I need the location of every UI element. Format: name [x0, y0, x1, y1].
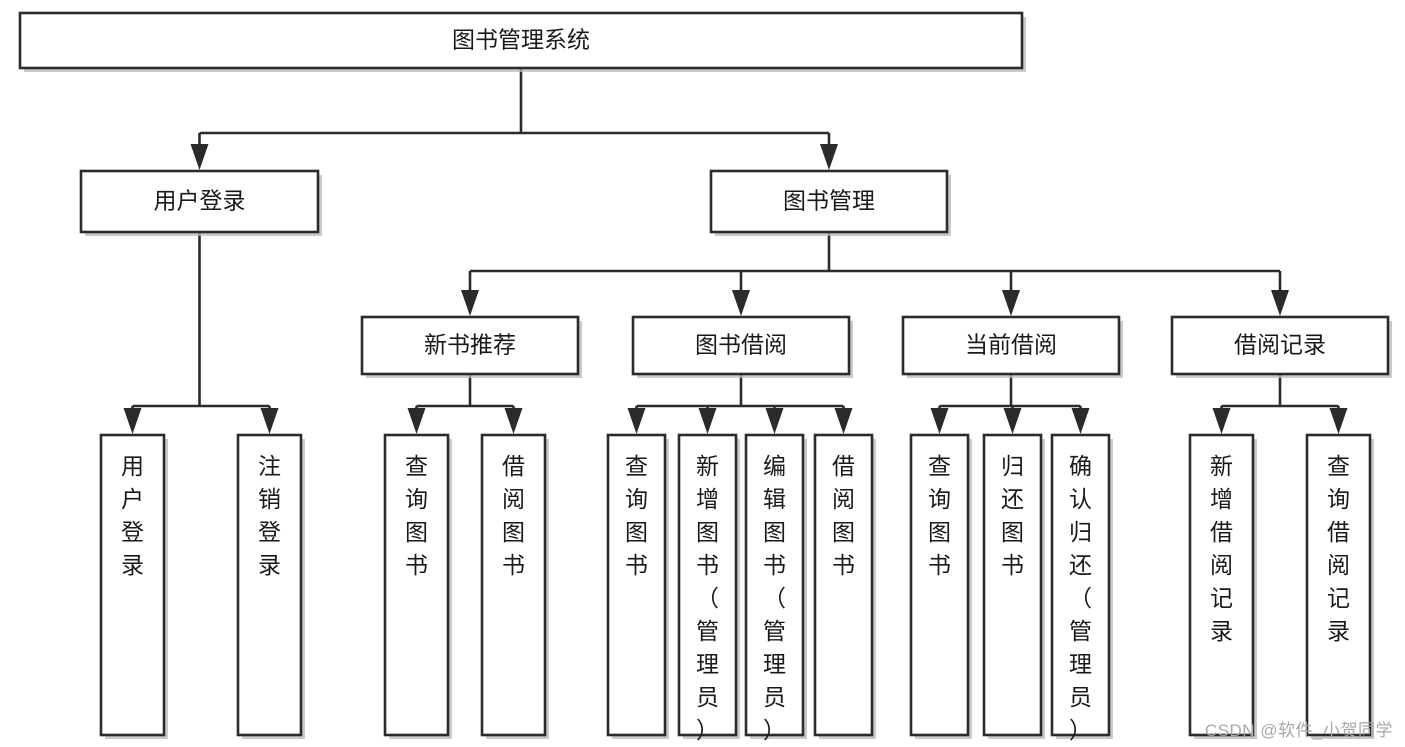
edge-arrowhead [1002, 290, 1020, 316]
node-box[interactable] [631, 315, 851, 376]
node-label: 新书推荐 [424, 332, 516, 358]
node-new-book-recommend[interactable]: 新书推荐 [360, 315, 582, 378]
node-label: 借阅图书 [832, 453, 855, 578]
node-label: 用户登录 [154, 188, 246, 214]
node-label: 图书借阅 [695, 332, 787, 358]
node-leaf-query-book-3[interactable]: 查询图书 [909, 433, 972, 739]
edge-arrowhead [1071, 408, 1090, 434]
node-box[interactable] [383, 433, 450, 737]
edge-group-book-borrow [627, 374, 853, 434]
node-leaf-return-book[interactable]: 归还图书 [982, 433, 1045, 739]
node-current-borrow[interactable]: 当前借阅 [901, 315, 1123, 378]
edge-arrowhead [732, 290, 750, 316]
edge-arrowhead [834, 408, 853, 434]
edges-layer [123, 68, 1348, 434]
edge-arrowhead [1329, 408, 1348, 434]
edge-arrowhead [190, 144, 209, 170]
node-box[interactable] [360, 315, 580, 376]
node-box[interactable] [1170, 315, 1390, 376]
node-box[interactable] [901, 315, 1121, 376]
node-box[interactable] [909, 433, 970, 737]
node-leaf-user-login[interactable]: 用户登录 [99, 433, 168, 739]
node-label: 图书管理 [783, 188, 875, 214]
node-book-manage[interactable]: 图书管理 [709, 169, 951, 236]
node-label: 借阅图书 [502, 453, 525, 578]
edge-group-borrow-record [1212, 374, 1348, 434]
node-label: 归还图书 [1001, 453, 1024, 578]
node-label: 查询图书 [928, 453, 951, 578]
node-label: 注销登录 [258, 453, 281, 578]
node-box[interactable] [813, 433, 874, 737]
node-leaf-edit-book[interactable]: 编辑图书（管理员） [744, 433, 807, 743]
node-box[interactable] [1050, 433, 1111, 737]
watermark-text: CSDN @软件_小贺同学 [1204, 721, 1393, 740]
edge-arrowhead [1003, 408, 1022, 434]
edge-arrowhead [765, 408, 784, 434]
node-label: 新增借阅记录 [1210, 453, 1233, 644]
node-leaf-borrow-book-2[interactable]: 借阅图书 [813, 433, 876, 739]
node-label: 用户登录 [121, 453, 144, 578]
node-box[interactable] [709, 169, 949, 234]
node-label: 编辑图书（管理员） [763, 453, 786, 743]
node-label: 图书管理系统 [452, 27, 590, 53]
edge-arrowhead [407, 408, 426, 434]
edge-arrowhead [504, 408, 523, 434]
node-root[interactable]: 图书管理系统 [18, 11, 1026, 72]
edge-arrowhead [930, 408, 949, 434]
node-leaf-query-record[interactable]: 查询借阅记录 [1305, 433, 1374, 739]
edge-arrowhead [1212, 408, 1231, 434]
edge-arrowhead [698, 408, 717, 434]
node-box[interactable] [1305, 433, 1372, 737]
node-user-login[interactable]: 用户登录 [79, 169, 322, 236]
node-box[interactable] [480, 433, 547, 737]
node-label: 查询借阅记录 [1327, 453, 1350, 644]
node-leaf-logout[interactable]: 注销登录 [236, 433, 305, 739]
node-leaf-add-record[interactable]: 新增借阅记录 [1188, 433, 1257, 739]
node-borrow-record[interactable]: 借阅记录 [1170, 315, 1392, 378]
edge-group-new-book-recommend [407, 374, 523, 434]
node-box[interactable] [982, 433, 1043, 737]
node-box[interactable] [79, 169, 320, 234]
edge-group-root [190, 68, 838, 170]
edge-arrowhead [260, 408, 279, 434]
node-box[interactable] [99, 433, 166, 737]
edge-arrowhead [627, 408, 646, 434]
node-leaf-query-book-1[interactable]: 查询图书 [383, 433, 452, 739]
edge-group-book-manage [461, 232, 1289, 316]
nodes-layer: 图书管理系统用户登录图书管理新书推荐图书借阅当前借阅借阅记录用户登录注销登录查询… [18, 11, 1392, 743]
node-box[interactable] [606, 433, 667, 737]
node-label: 当前借阅 [965, 332, 1057, 358]
node-box[interactable] [18, 11, 1024, 70]
node-leaf-borrow-book-1[interactable]: 借阅图书 [480, 433, 549, 739]
node-label: 确认归还（管理员） [1069, 453, 1092, 743]
node-label: 借阅记录 [1234, 332, 1326, 358]
node-leaf-query-book-2[interactable]: 查询图书 [606, 433, 669, 739]
node-label: 查询图书 [405, 453, 428, 578]
edge-arrowhead [820, 144, 838, 170]
edge-arrowhead [461, 290, 479, 316]
edge-arrowhead [123, 408, 142, 434]
node-box[interactable] [236, 433, 303, 737]
node-label: 查询图书 [625, 453, 648, 578]
node-label: 新增图书（管理员） [696, 453, 719, 743]
node-box[interactable] [677, 433, 738, 737]
node-box[interactable] [744, 433, 805, 737]
edge-arrowhead [1271, 290, 1289, 316]
edge-group-user-login [123, 232, 279, 434]
node-book-borrow[interactable]: 图书借阅 [631, 315, 853, 378]
node-leaf-add-book[interactable]: 新增图书（管理员） [677, 433, 740, 743]
edge-group-current-borrow [930, 374, 1090, 434]
node-box[interactable] [1188, 433, 1255, 737]
node-leaf-confirm-return[interactable]: 确认归还（管理员） [1050, 433, 1113, 743]
